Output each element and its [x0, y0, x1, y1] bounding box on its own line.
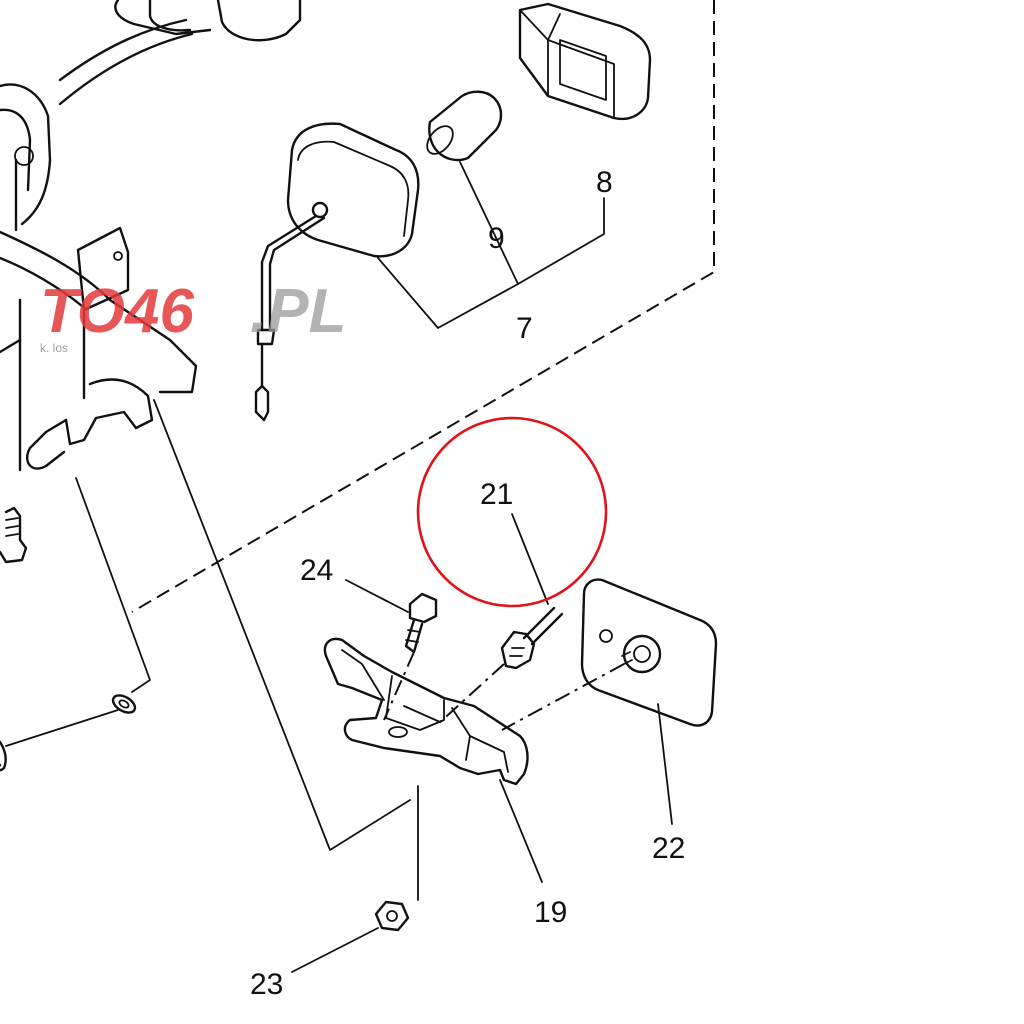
watermark-suffix: .PL	[250, 277, 346, 346]
turn-signal-lamp	[254, 122, 420, 422]
callout-7: 7	[516, 312, 533, 345]
watermark-main: TO46	[40, 277, 194, 346]
callout-23: 23	[250, 968, 283, 1001]
highlight-circle	[416, 416, 608, 608]
callout-labels: 7 8 9 19 21 22 23 24	[250, 166, 685, 1001]
callout-19: 19	[534, 896, 567, 929]
callout-9: 9	[488, 222, 505, 255]
callout-22: 22	[652, 832, 685, 865]
callout-21: 21	[480, 478, 513, 511]
bracket	[323, 637, 529, 786]
callout-24: 24	[300, 554, 333, 587]
assembly-boundary	[131, 0, 715, 613]
socket-bulb	[500, 606, 564, 670]
watermark-small: k. los	[40, 341, 68, 355]
nut	[374, 900, 410, 932]
reflector-plate	[580, 578, 718, 727]
headlight-mount-assembly	[0, 0, 302, 772]
bulb	[426, 90, 503, 162]
callout-8: 8	[596, 166, 613, 199]
bolt	[404, 592, 438, 654]
leader-lines	[5, 161, 673, 973]
watermark: TO46 .PL k. los	[40, 277, 346, 355]
lens	[518, 2, 652, 121]
